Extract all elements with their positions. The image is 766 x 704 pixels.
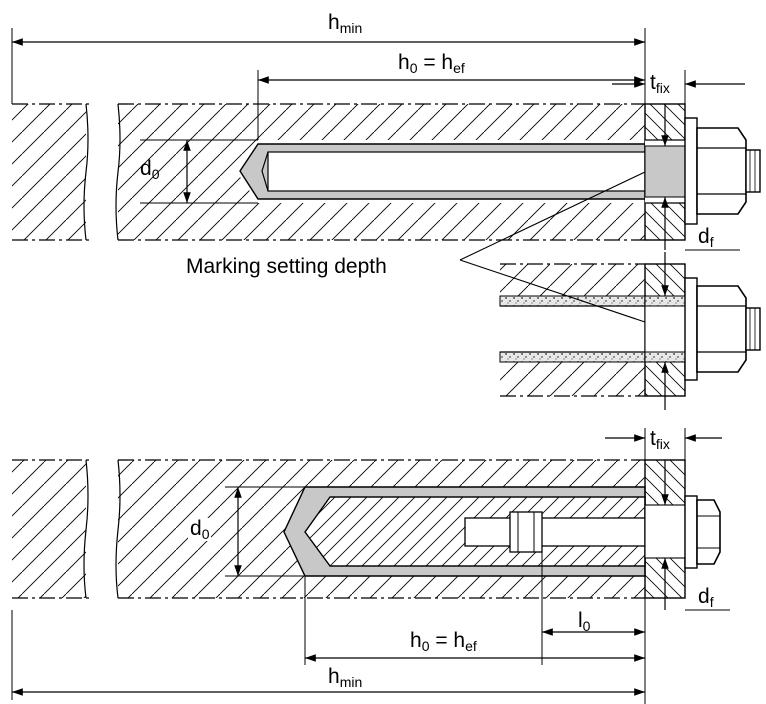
label-df-top: df [698,225,714,250]
label-marking-setting-depth: Marking setting depth [182,256,391,277]
top-section [11,28,761,251]
label-h0-hef-top: h0 = hef [398,51,465,76]
label-tfix-top: tfix [648,71,672,96]
label-h0-hef-bottom: h0 = hef [410,629,477,654]
label-l0-bottom: l0 [578,609,591,634]
label-d0-top: d0 [140,157,160,182]
label-hmin-top: hmin [328,11,363,36]
detail-section [459,171,761,410]
label-df-bottom: df [698,585,714,610]
label-d0-bottom: d0 [188,517,212,542]
label-tfix-bottom: tfix [648,427,672,452]
label-hmin-bottom: hmin [328,665,363,690]
bottom-section [11,428,730,704]
